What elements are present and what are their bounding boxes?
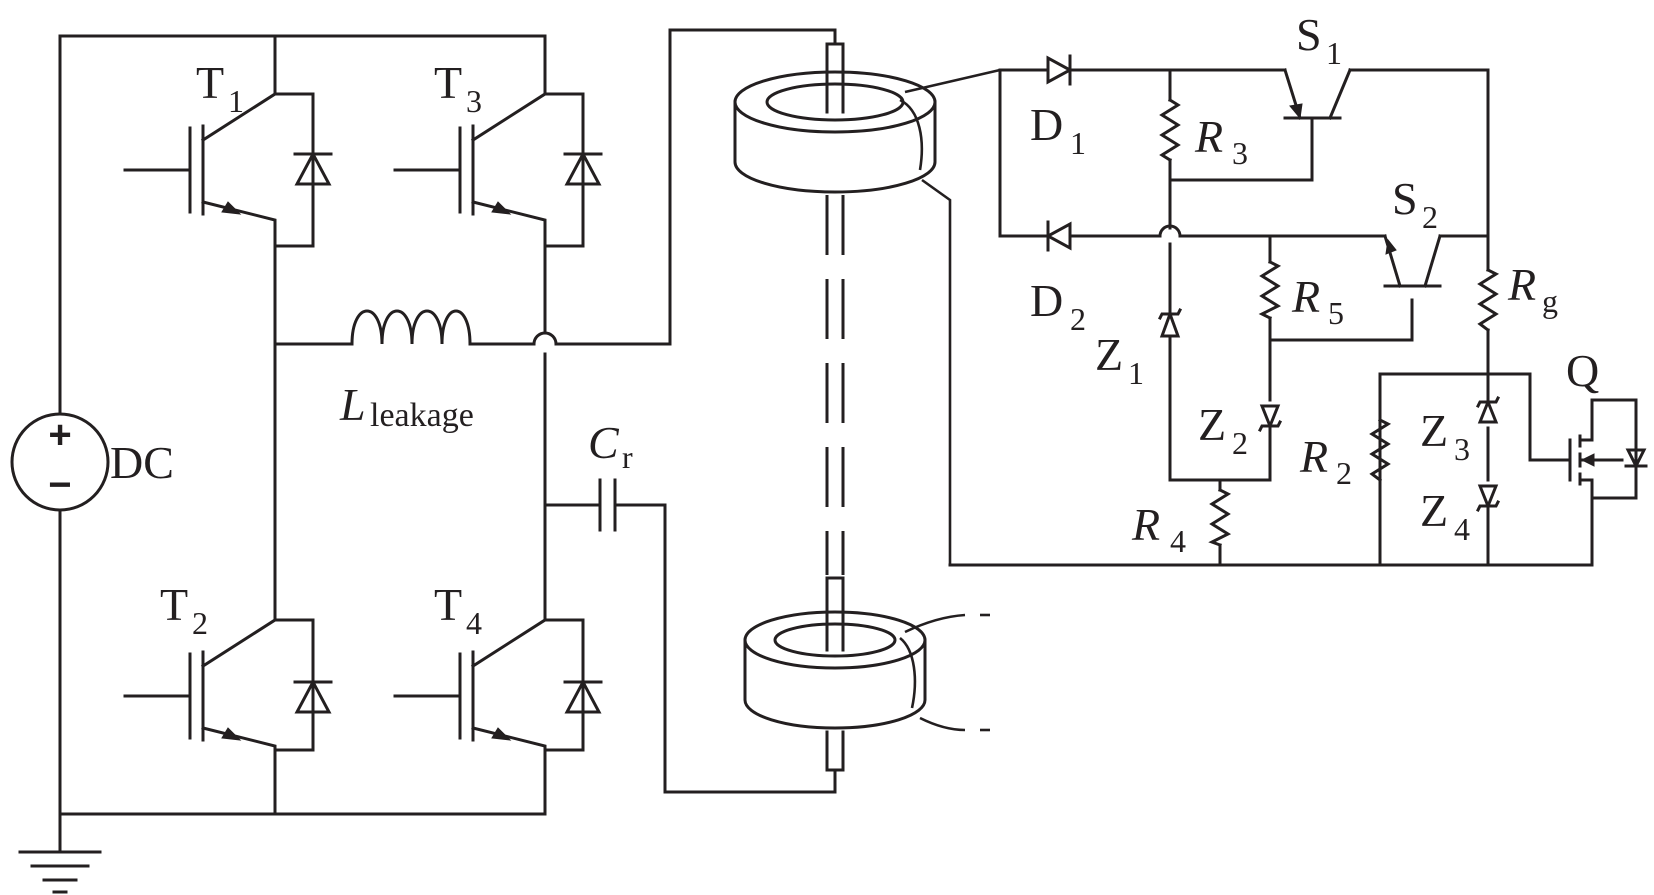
mosfet-q <box>1568 398 1648 500</box>
igbt-t1 <box>123 91 333 248</box>
svg-text:D: D <box>1030 275 1063 326</box>
d2-label: D 2 <box>1030 275 1086 337</box>
z3-label: Z 3 <box>1420 405 1470 467</box>
svg-text:1: 1 <box>1326 35 1342 71</box>
drive-wiring <box>948 68 1594 567</box>
dc-label: DC <box>110 437 174 488</box>
svg-text:S: S <box>1392 173 1418 224</box>
bottom-transformer-core <box>743 576 990 772</box>
r4-label: R 4 <box>1131 499 1186 559</box>
zener-z1 <box>1157 307 1183 338</box>
s2-label: S 2 <box>1392 173 1438 235</box>
r5-label: R 5 <box>1291 271 1344 331</box>
svg-text:3: 3 <box>1454 431 1470 467</box>
dc-source: + − <box>10 412 110 512</box>
svg-text:D: D <box>1030 99 1063 150</box>
svg-text:R: R <box>1299 431 1328 482</box>
dc-minus-sign: − <box>48 463 71 507</box>
r3-label: R 3 <box>1194 111 1248 171</box>
top-transformer-core <box>733 42 1001 565</box>
svg-text:R: R <box>1291 271 1320 322</box>
svg-text:5: 5 <box>1328 295 1344 331</box>
svg-text:4: 4 <box>466 605 482 641</box>
svg-text:2: 2 <box>192 605 208 641</box>
resistor-r4 <box>1208 487 1232 547</box>
t4-label: T 4 <box>434 579 482 641</box>
z2-label: Z 2 <box>1198 399 1248 461</box>
z1-label: Z 1 <box>1095 329 1144 391</box>
svg-text:4: 4 <box>1454 511 1470 547</box>
svg-text:3: 3 <box>466 83 482 119</box>
igbt-t2 <box>123 617 333 752</box>
svg-text:g: g <box>1542 283 1558 319</box>
ground-icon <box>18 812 102 894</box>
bridge-wiring <box>58 28 837 816</box>
svg-text:T: T <box>160 579 188 630</box>
zener-z3 <box>1475 395 1501 424</box>
svg-text:2: 2 <box>1232 425 1248 461</box>
t1-label: T 1 <box>196 57 244 119</box>
igbt-t4 <box>393 617 603 752</box>
svg-text:Z: Z <box>1420 485 1448 536</box>
svg-text:T: T <box>196 57 224 108</box>
diode-d1 <box>1046 54 1074 86</box>
r2-label: R 2 <box>1299 431 1352 491</box>
zener-z2 <box>1257 404 1283 433</box>
s1-label: S 1 <box>1296 9 1342 71</box>
svg-text:1: 1 <box>1128 355 1144 391</box>
svg-text:2: 2 <box>1070 301 1086 337</box>
leakage-inductor-label: L leakage <box>339 379 474 434</box>
diode-d2 <box>1044 220 1072 252</box>
svg-text:1: 1 <box>228 83 244 119</box>
svg-text:R: R <box>1507 259 1536 310</box>
resonant-capacitor <box>598 478 617 532</box>
rg-label: R g <box>1507 259 1558 319</box>
igbt-t3 <box>393 91 603 248</box>
resistor-r5 <box>1258 259 1282 321</box>
svg-text:R: R <box>1194 111 1223 162</box>
resonant-capacitor-label: C r <box>588 417 633 475</box>
svg-text:4: 4 <box>1170 523 1186 559</box>
t2-label: T 2 <box>160 579 208 641</box>
svg-text:T: T <box>434 579 462 630</box>
svg-text:1: 1 <box>1070 125 1086 161</box>
svg-text:Z: Z <box>1095 329 1123 380</box>
d1-label: D 1 <box>1030 99 1086 161</box>
resistor-r3 <box>1159 97 1181 163</box>
zener-z4 <box>1475 484 1501 513</box>
leakage-inductor <box>350 309 472 346</box>
svg-text:L: L <box>339 379 366 430</box>
resistor-r2 <box>1369 417 1392 483</box>
resistor-rg <box>1477 267 1500 333</box>
svg-text:R: R <box>1131 499 1160 550</box>
t3-label: T 3 <box>434 57 482 119</box>
svg-text:T: T <box>434 57 462 108</box>
dc-plus-sign: + <box>48 413 71 457</box>
svg-text:C: C <box>588 417 620 468</box>
q-label: Q <box>1566 345 1599 396</box>
svg-text:r: r <box>622 439 633 475</box>
core-axis-dashed <box>825 195 845 575</box>
svg-text:3: 3 <box>1232 135 1248 171</box>
svg-text:S: S <box>1296 9 1322 60</box>
z4-label: Z 4 <box>1420 485 1470 547</box>
svg-text:2: 2 <box>1336 455 1352 491</box>
transistor-s1 <box>1283 68 1352 120</box>
transistor-s2 <box>1383 234 1442 288</box>
svg-text:Z: Z <box>1198 399 1226 450</box>
svg-text:leakage: leakage <box>370 397 474 434</box>
svg-text:Z: Z <box>1420 405 1448 456</box>
svg-text:2: 2 <box>1422 199 1438 235</box>
